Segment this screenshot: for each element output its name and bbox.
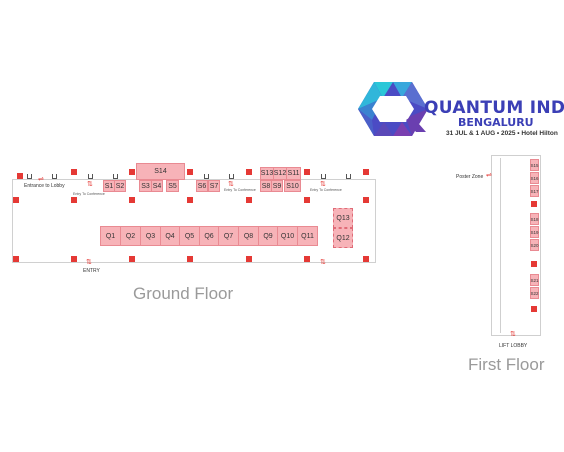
stall-s14-label: S14: [154, 168, 167, 175]
ground-floor-title: Ground Floor: [133, 284, 234, 303]
pillar: [246, 169, 252, 175]
door-icon: [321, 174, 326, 179]
poster-zone-label: Poster Zone: [456, 174, 484, 180]
stall-q10[interactable]: Q10: [278, 226, 298, 246]
pillar: [17, 173, 23, 179]
stall-s17[interactable]: S17: [530, 185, 539, 197]
door-icon: [27, 174, 32, 179]
stall-s15[interactable]: S15: [530, 159, 539, 171]
stall-q4[interactable]: Q4: [161, 226, 180, 246]
pillar: [187, 256, 193, 262]
first-floor-divider: [500, 158, 501, 333]
lift-arrow-icon: ⇅: [510, 331, 516, 338]
pillar: [246, 256, 252, 262]
stall-s14[interactable]: S14: [136, 163, 185, 180]
stall-s19[interactable]: S19: [530, 226, 539, 238]
entry-label: ENTRY: [83, 268, 100, 274]
entry-conference-label-2: Entry To Conference: [224, 188, 256, 192]
pillar: [129, 197, 135, 203]
logo-dates: 31 JUL & 1 AUG • 2025 • Hotel Hilton: [446, 130, 558, 137]
stall-s9[interactable]: S9: [271, 180, 283, 192]
stall-q12[interactable]: Q12: [333, 228, 353, 248]
pillar: [531, 201, 537, 207]
stall-s11[interactable]: S11: [286, 167, 301, 180]
pillar: [304, 256, 310, 262]
entry-conference-label-1: Entry To Conference: [73, 192, 105, 196]
logo-title: QUANTUM INDIA: [424, 98, 564, 118]
door-icon: [52, 174, 57, 179]
pillar: [304, 197, 310, 203]
entry-arrow-icon: ⇅: [86, 259, 92, 266]
stall-q13[interactable]: Q13: [333, 208, 353, 228]
logo-hexagon-icon: [358, 82, 428, 136]
door-icon: [346, 174, 351, 179]
pillar: [71, 197, 77, 203]
entry-arrow-icon: ⇅: [320, 181, 326, 188]
door-icon: [88, 174, 93, 179]
stall-q6[interactable]: Q6: [200, 226, 219, 246]
stall-q11[interactable]: Q11: [298, 226, 318, 246]
logo-subtitle: BENGALURU: [458, 116, 534, 129]
pillar: [363, 256, 369, 262]
stall-q8[interactable]: Q8: [239, 226, 259, 246]
pillar: [13, 197, 19, 203]
stall-s12[interactable]: S12: [273, 167, 287, 180]
stall-s10[interactable]: S10: [284, 180, 301, 192]
entry-conference-label-3: Entry To Conference: [310, 188, 342, 192]
pillar: [363, 169, 369, 175]
pillar: [129, 169, 135, 175]
door-icon: [229, 174, 234, 179]
pillar: [363, 197, 369, 203]
pillar: [71, 256, 77, 262]
stall-q5[interactable]: Q5: [180, 226, 200, 246]
stall-s2[interactable]: S2: [114, 180, 126, 192]
pillar: [71, 169, 77, 175]
stall-s7[interactable]: S7: [208, 180, 220, 192]
door-icon: [204, 174, 209, 179]
pillar: [304, 169, 310, 175]
door-icon: [113, 174, 118, 179]
stall-q2[interactable]: Q2: [121, 226, 141, 246]
exit-arrow-icon: ⇅: [320, 259, 326, 266]
entry-arrow-icon: ⇌: [38, 176, 44, 183]
stall-q7[interactable]: Q7: [219, 226, 239, 246]
pillar: [531, 306, 537, 312]
stall-s16[interactable]: S16: [530, 172, 539, 184]
stall-q1[interactable]: Q1: [100, 226, 121, 246]
pillar: [13, 256, 19, 262]
stall-s4[interactable]: S4: [151, 180, 163, 192]
stall-q3[interactable]: Q3: [141, 226, 161, 246]
first-floor-title: First Floor: [468, 355, 545, 374]
lift-lobby-label: LIFT LOBBY: [499, 343, 528, 349]
entrance-lobby-label: Entrance to Lobby: [24, 183, 65, 189]
first-floor-outline: [491, 155, 541, 336]
stall-s13[interactable]: S13: [260, 167, 274, 180]
poster-zone-arrow-icon: ⇌: [486, 172, 492, 179]
stall-s21[interactable]: S21: [530, 274, 539, 286]
entry-arrow-icon: ⇅: [228, 181, 234, 188]
entry-arrow-icon: ⇅: [87, 181, 93, 188]
pillar: [129, 256, 135, 262]
stall-q9[interactable]: Q9: [259, 226, 278, 246]
pillar: [187, 169, 193, 175]
pillar: [187, 197, 193, 203]
stall-s6[interactable]: S6: [196, 180, 208, 192]
stall-s5[interactable]: S5: [166, 180, 179, 192]
stall-s20[interactable]: S20: [530, 239, 539, 251]
pillar: [246, 197, 252, 203]
stall-s18[interactable]: S18: [530, 213, 539, 225]
pillar: [531, 261, 537, 267]
ground-floor-outline: [12, 179, 376, 263]
stall-s22[interactable]: S22: [530, 287, 539, 299]
